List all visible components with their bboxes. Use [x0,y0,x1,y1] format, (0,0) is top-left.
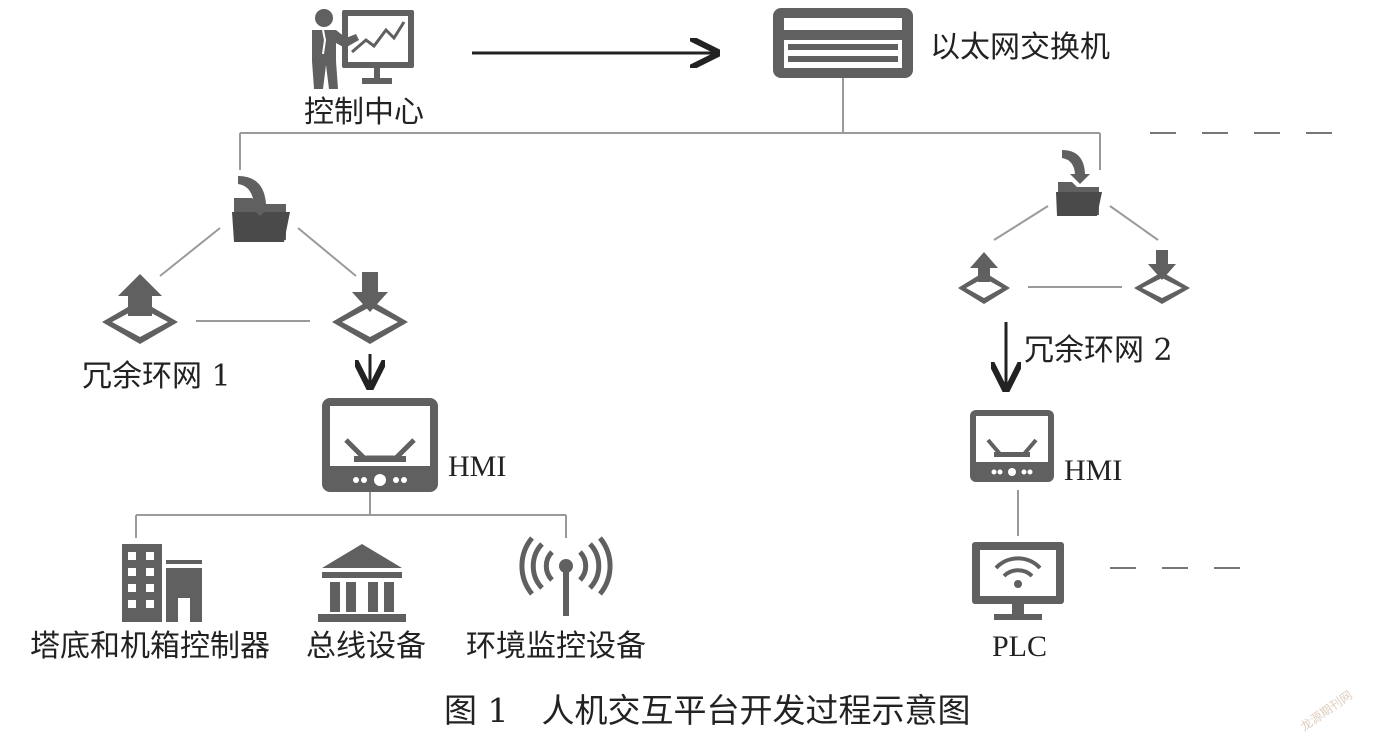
download-tray-icon [332,272,408,344]
figure-caption: 图 1 人机交互平台开发过程示意图 [444,691,971,730]
ethernet-switch-label: 以太网交换机 [930,30,1110,65]
hmi-left-label: HMI [448,450,507,483]
switch-icon [773,8,913,78]
control-center-label: 控制中心 [304,95,424,130]
upload-tray-icon-2 [958,252,1010,304]
hmi-monitor-icon-2 [970,410,1054,482]
folder-download-icon-2 [1056,150,1102,216]
hmi-monitor-icon [322,398,438,492]
antenna-icon [519,536,613,616]
plc-label: PLC [992,630,1048,663]
download-tray-icon-2 [1134,250,1190,304]
presenter-icon [312,9,414,89]
ring2-label: 冗余环网 2 [1024,333,1173,368]
hmi-right-label: HMI [1064,454,1123,487]
upload-tray-icon [102,274,178,344]
bus-device-label: 总线设备 [306,629,426,664]
folder-download-icon [232,176,290,242]
plc-wifi-monitor-icon [972,542,1064,620]
ring1-label: 冗余环网 1 [82,359,231,394]
building-icon [122,544,202,622]
institution-icon [318,544,406,622]
tower-controller-label: 塔底和机箱控制器 [30,629,270,664]
env-monitor-label: 环境监控设备 [466,629,646,664]
